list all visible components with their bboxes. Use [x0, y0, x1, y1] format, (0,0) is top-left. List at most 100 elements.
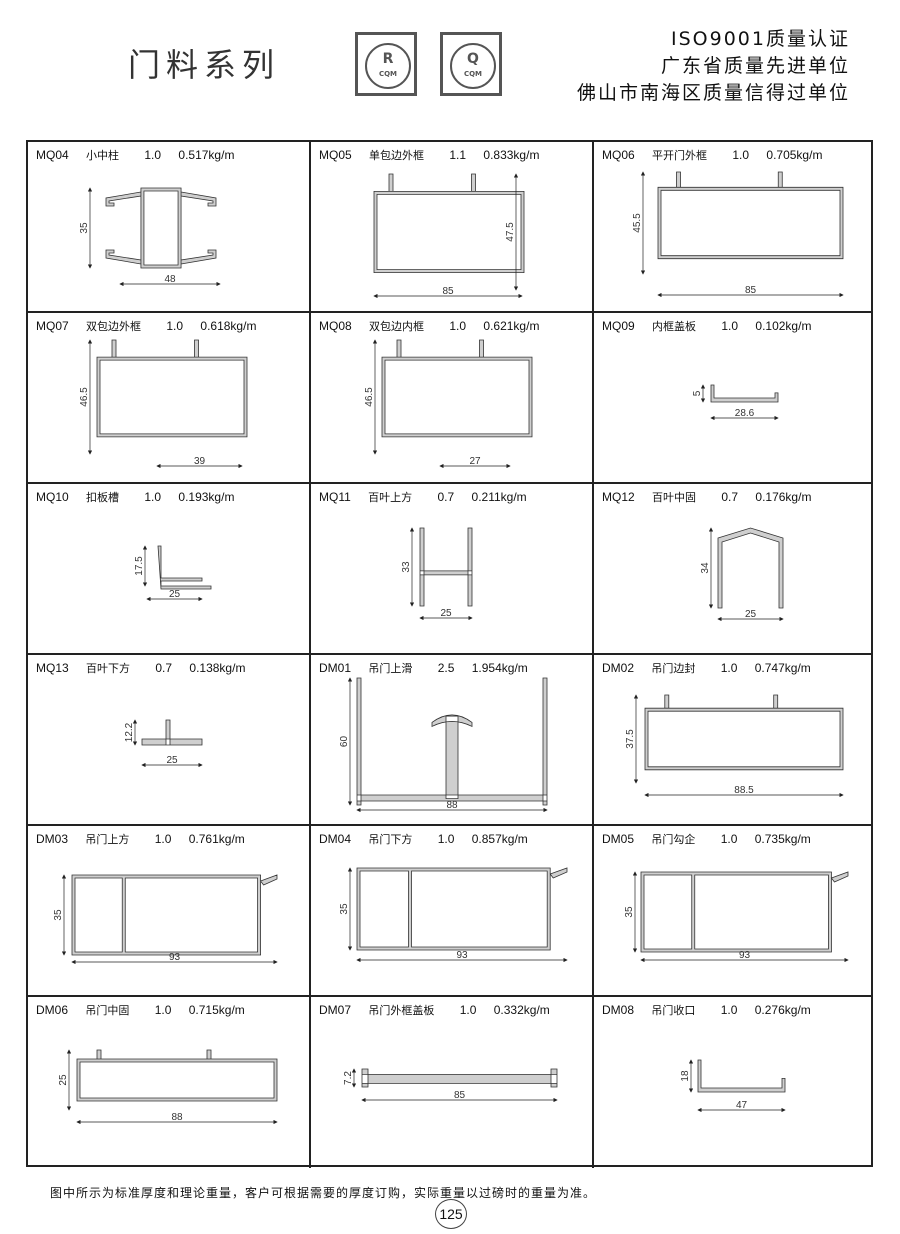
product-header: DM03 吊门上方 1.0 0.761kg/m [36, 831, 259, 847]
product-cell-mq07: MQ07 双包边外框 1.0 0.618kg/m 46.5 39 [28, 313, 311, 484]
profile-section [105, 187, 217, 269]
height-dimension: 33 [401, 561, 412, 573]
profile-section [356, 677, 548, 806]
product-name: 扣板槽 [86, 491, 120, 504]
profile-drawing: 7.2 85 [343, 1068, 558, 1103]
profile-section [96, 339, 248, 438]
profile-drawing: 17.5 25 [134, 545, 212, 602]
height-dimension: 17.5 [134, 556, 145, 576]
profile-section [697, 1059, 786, 1093]
width-dimension: 28.6 [735, 408, 755, 419]
product-thickness: 1.0 [166, 319, 184, 333]
product-weight: 0.211kg/m [471, 490, 527, 504]
product-name: 吊门上滑 [368, 662, 413, 675]
product-weight: 0.332kg/m [493, 1003, 550, 1017]
product-header: DM02 吊门边封 1.0 0.747kg/m [602, 660, 825, 676]
product-header: MQ09 内框盖板 1.0 0.102kg/m [602, 318, 825, 334]
profile-section [141, 719, 203, 746]
profile-section [373, 173, 525, 273]
product-name: 双包边内框 [369, 320, 425, 333]
page-number: 125 [435, 1199, 467, 1229]
product-weight: 0.176kg/m [755, 490, 812, 504]
width-dimension: 39 [194, 456, 206, 467]
product-cell-dm08: DM08 吊门收口 1.0 0.276kg/m 18 47 [594, 997, 873, 1168]
product-thickness: 0.7 [437, 490, 455, 504]
product-cell-dm01: DM01 吊门上滑 2.5 1.954kg/m 60 88 [311, 655, 594, 826]
product-code: DM08 [602, 1003, 635, 1017]
product-name: 吊门收口 [651, 1004, 696, 1017]
product-thickness: 1.0 [437, 832, 455, 846]
width-dimension: 25 [166, 755, 178, 766]
profile-section [640, 871, 849, 953]
height-dimension: 5 [692, 390, 703, 396]
product-weight: 0.618kg/m [200, 319, 257, 333]
product-weight: 0.735kg/m [754, 832, 811, 846]
product-thickness: 1.0 [721, 319, 739, 333]
product-thickness: 0.7 [721, 490, 739, 504]
product-name: 吊门勾企 [651, 833, 696, 846]
profile-section [381, 339, 533, 438]
product-code: MQ12 [602, 490, 635, 504]
product-cell-dm03: DM03 吊门上方 1.0 0.761kg/m 35 93 [28, 826, 311, 997]
product-header: MQ13 百叶下方 0.7 0.138kg/m [36, 660, 259, 676]
product-code: MQ09 [602, 319, 635, 333]
product-header: DM07 吊门外框盖板 1.0 0.332kg/m [319, 1002, 564, 1018]
product-header: MQ11 百叶上方 0.7 0.211kg/m [319, 489, 541, 505]
product-name: 吊门下方 [368, 833, 413, 846]
product-weight: 0.715kg/m [188, 1003, 245, 1017]
product-weight: 0.833kg/m [483, 148, 540, 162]
product-cell-mq09: MQ09 内框盖板 1.0 0.102kg/m 5 28.6 [594, 313, 873, 484]
footer-note: 图中所示为标准厚度和理论重量，客户可根据需要的厚度订购，实际重量以过磅时的重量为… [50, 1186, 597, 1200]
product-header: MQ12 百叶中固 0.7 0.176kg/m [602, 489, 825, 505]
cert-guangdong: 广东省质量先进单位 [660, 55, 850, 77]
width-dimension: 47 [736, 1100, 748, 1111]
product-cell-mq13: MQ13 百叶下方 0.7 0.138kg/m 12.2 25 [28, 655, 311, 826]
width-dimension: 93 [739, 950, 751, 961]
product-header: MQ05 单包边外框 1.1 0.833kg/m [319, 147, 553, 163]
product-name: 平开门外框 [652, 149, 708, 162]
product-name: 百叶上方 [368, 491, 413, 504]
product-code: MQ11 [319, 490, 351, 504]
product-name: 小中柱 [86, 149, 120, 162]
product-thickness: 1.0 [732, 148, 750, 162]
height-dimension: 46.5 [364, 387, 375, 407]
profile-drawing: 35 93 [339, 867, 568, 963]
product-code: MQ04 [36, 148, 69, 162]
product-thickness: 1.1 [449, 148, 467, 162]
product-cell-mq06: MQ06 平开门外框 1.0 0.705kg/m 45.5 85 [594, 142, 873, 313]
product-cell-mq08: MQ08 双包边内框 1.0 0.621kg/m 46.5 27 [311, 313, 594, 484]
profile-section [657, 171, 844, 260]
width-dimension: 27 [469, 456, 481, 467]
product-thickness: 1.0 [154, 1003, 172, 1017]
profile-drawing: 35 48 [79, 187, 221, 287]
product-weight: 0.621kg/m [483, 319, 540, 333]
width-dimension: 88 [171, 1112, 183, 1123]
height-dimension: 35 [624, 906, 635, 918]
width-dimension: 93 [456, 950, 468, 961]
product-weight: 0.138kg/m [189, 661, 246, 675]
width-dimension: 85 [442, 286, 454, 297]
profile-drawing: 60 88 [339, 677, 548, 813]
profile-section [717, 527, 784, 609]
product-header: DM04 吊门下方 1.0 0.857kg/m [319, 831, 542, 847]
product-weight: 0.517kg/m [178, 148, 235, 162]
product-code: MQ08 [319, 319, 352, 333]
product-code: DM06 [36, 1003, 69, 1017]
product-name: 百叶中固 [652, 491, 697, 504]
profile-drawing: 33 25 [401, 527, 473, 621]
profile-section [76, 1049, 278, 1102]
product-cell-dm07: DM07 吊门外框盖板 1.0 0.332kg/m 7.2 85 [311, 997, 594, 1168]
product-code: DM02 [602, 661, 635, 675]
profile-drawing: 46.5 27 [364, 339, 533, 469]
profile-drawing: 25 88 [58, 1049, 278, 1125]
height-dimension: 7.2 [343, 1071, 354, 1085]
product-name: 吊门外框盖板 [368, 1004, 435, 1017]
product-code: DM05 [602, 832, 635, 846]
product-thickness: 1.0 [720, 832, 738, 846]
product-header: MQ06 平开门外框 1.0 0.705kg/m [602, 147, 836, 163]
product-name: 百叶下方 [86, 662, 131, 675]
product-thickness: 0.7 [155, 661, 173, 675]
product-name: 双包边外框 [86, 320, 142, 333]
product-header: DM05 吊门勾企 1.0 0.735kg/m [602, 831, 825, 847]
